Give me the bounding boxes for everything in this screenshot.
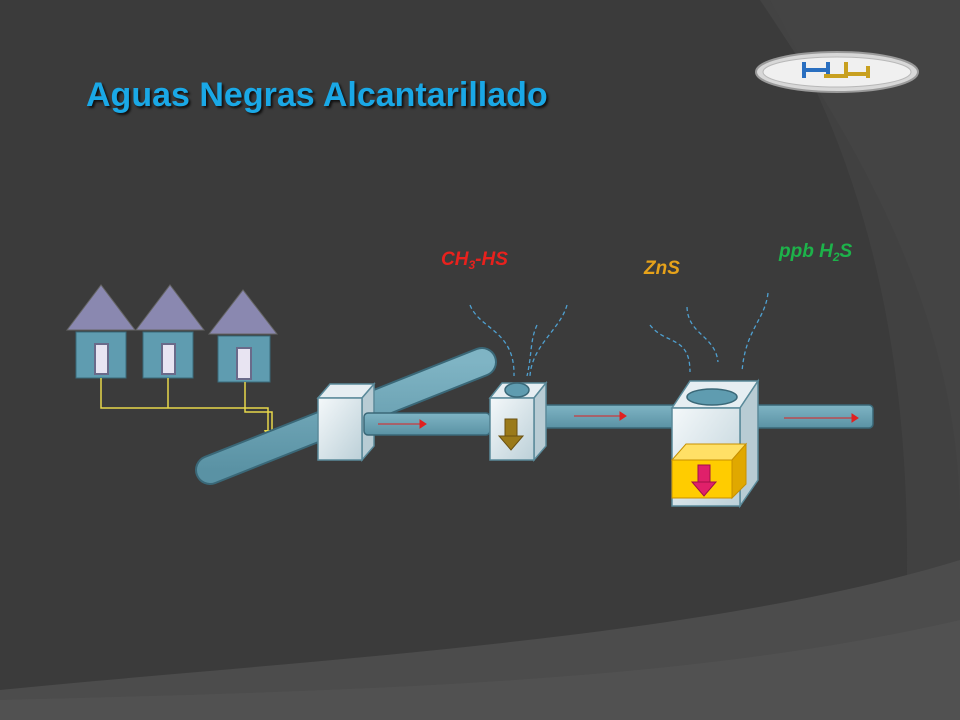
ppb-h2s-label: ppb H2S (779, 241, 853, 264)
flow-arrow-icon (784, 413, 859, 423)
slide-title: Aguas Negras Alcantarillado (86, 76, 548, 114)
manhole-opening-icon (686, 388, 738, 406)
zns-label: ZnS (644, 258, 680, 279)
manhole-opening-icon (504, 382, 530, 398)
flow-arrow-icon (574, 411, 627, 421)
flow-arrow-icon (378, 419, 427, 429)
precipitate-box (670, 442, 748, 500)
treatment-box (670, 378, 760, 509)
gas-emission-lines (469, 292, 769, 377)
logo-mark-icon (802, 62, 870, 78)
house-2 (134, 284, 206, 379)
house-1 (65, 284, 137, 379)
precipitation-arrow-icon (690, 464, 718, 497)
manhole-box-2 (488, 380, 548, 463)
manhole-box-1 (316, 381, 376, 463)
logo (755, 51, 919, 93)
house-drain-lines (100, 378, 273, 440)
ch3-hs-label: CH3-HS (441, 249, 508, 272)
house-3 (207, 289, 279, 383)
flow-arrows (378, 411, 859, 429)
settling-arrow-icon (497, 418, 525, 451)
